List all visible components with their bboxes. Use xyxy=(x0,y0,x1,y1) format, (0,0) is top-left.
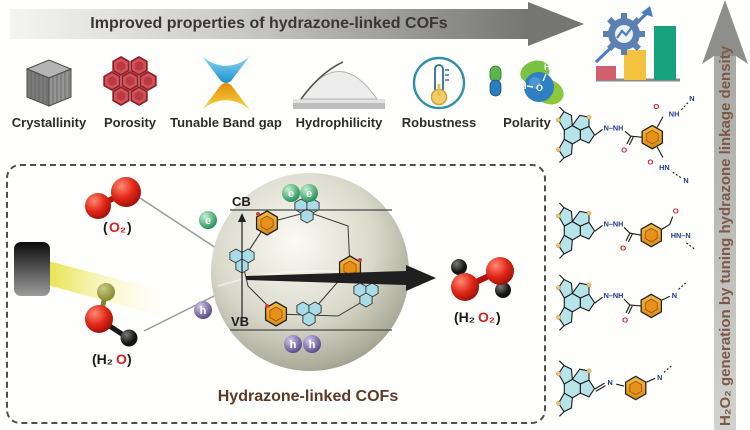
svg-text:HN–N: HN–N xyxy=(671,231,691,240)
electron-single: e xyxy=(199,211,217,229)
water-molecule-icon: H O H xyxy=(489,60,564,105)
svg-text:O: O xyxy=(116,351,127,367)
svg-text:(H₂: (H₂ xyxy=(92,351,113,367)
svg-text:(H₂: (H₂ xyxy=(454,309,475,325)
svg-text:N: N xyxy=(683,176,688,185)
svg-text:N: N xyxy=(657,373,662,382)
svg-text:O: O xyxy=(673,207,679,216)
up-arrowhead-icon xyxy=(702,0,748,64)
svg-text:N: N xyxy=(607,378,612,387)
svg-text:): ) xyxy=(127,351,132,367)
svg-text:): ) xyxy=(127,219,132,235)
h2o2-molecule xyxy=(451,257,514,301)
performance-chart-icon xyxy=(594,6,680,82)
band-diagram: CB VB xyxy=(230,194,392,331)
bar-yellow xyxy=(624,50,646,80)
cb-label: CB xyxy=(232,194,251,209)
h2o2-label: (H₂ O₂ ) xyxy=(454,309,501,325)
cof-structure-4: N N xyxy=(555,360,674,417)
thermometer-icon xyxy=(412,56,466,110)
cof-structure-2: N–NH O O HN–N xyxy=(555,202,695,260)
svg-text:O₂: O₂ xyxy=(109,219,126,235)
hole-pair: h h xyxy=(284,335,321,353)
cof-structure-1: N–NH O O NH N O HN N xyxy=(555,94,695,185)
svg-text:e: e xyxy=(288,188,294,200)
cube-icon xyxy=(25,59,73,107)
o2-label: ( O₂ ) xyxy=(103,219,132,235)
h2o-label: (H₂ O ) xyxy=(92,351,132,367)
polarity-h-top: H xyxy=(544,62,551,72)
honeycomb-icon xyxy=(103,56,157,106)
svg-text:): ) xyxy=(496,309,501,325)
cof-structure-3: N–NH O N xyxy=(555,274,688,331)
polarity-o: O xyxy=(536,83,543,93)
sidebar-up-arrow: H₂O₂ generation by tuning hydrazone link… xyxy=(702,0,748,430)
mechanism-panel: ( O₂ ) (H₂ O ) xyxy=(6,164,546,424)
svg-text:(: ( xyxy=(103,219,108,235)
svg-text:e: e xyxy=(306,188,312,200)
polarity-h-left: H xyxy=(520,81,527,91)
property-porosity: Porosity xyxy=(94,54,166,130)
svg-text:e: e xyxy=(205,215,211,227)
hole-single: h xyxy=(194,301,212,319)
o2-molecule xyxy=(85,177,141,219)
banner-label: Improved properties of hydrazone-linked … xyxy=(90,15,448,32)
svg-text:O: O xyxy=(647,157,653,166)
svg-text:h: h xyxy=(290,339,297,351)
svg-text:N–NH: N–NH xyxy=(604,219,624,228)
svg-text:h: h xyxy=(200,305,207,317)
connector-o2 xyxy=(139,197,217,249)
electron-pair: e e xyxy=(282,184,318,202)
property-robustness: Robustness xyxy=(392,54,486,130)
property-polarity: H O H Polarity xyxy=(486,54,568,130)
band-gap-icon xyxy=(202,56,250,110)
sidebar-arrow-label: H₂O₂ generation by tuning hydrazone link… xyxy=(717,45,734,426)
property-label: Porosity xyxy=(103,115,156,130)
svg-text:O: O xyxy=(622,315,628,324)
h2o-molecule xyxy=(85,283,138,347)
mechanism-scene: ( O₂ ) (H₂ O ) xyxy=(14,173,514,371)
bar-green xyxy=(654,26,676,80)
banner-arrow-shaft: Improved properties of hydrazone-linked … xyxy=(10,9,528,39)
property-crystallinity: Crystallinity xyxy=(4,54,94,130)
property-hydrophilicity: Hydrophilicity xyxy=(286,54,392,130)
svg-text:N: N xyxy=(672,291,677,300)
svg-text:O: O xyxy=(621,146,627,155)
property-label: Tunable Band gap xyxy=(170,115,282,130)
svg-text:N–NH: N–NH xyxy=(604,123,624,132)
svg-text:HN: HN xyxy=(659,163,670,172)
svg-text:NH: NH xyxy=(669,110,680,119)
property-label: Polarity xyxy=(503,115,551,130)
svg-text:N: N xyxy=(689,94,694,103)
svg-text:N–NH: N–NH xyxy=(604,291,624,300)
svg-text:O: O xyxy=(653,102,659,111)
light-source xyxy=(14,242,50,296)
bar-red xyxy=(596,66,616,80)
contact-angle-icon xyxy=(293,61,385,109)
svg-text:h: h xyxy=(309,339,316,351)
property-label: Robustness xyxy=(401,115,477,130)
property-band-gap: Tunable Band gap xyxy=(166,54,286,130)
property-label: Hydrophilicity xyxy=(295,115,383,130)
property-label: Crystallinity xyxy=(11,115,87,130)
svg-text:O: O xyxy=(620,244,626,253)
svg-text:O₂: O₂ xyxy=(478,309,495,325)
vb-label: VB xyxy=(231,314,249,329)
gear-icon xyxy=(603,13,645,55)
banner-arrowhead-icon xyxy=(528,2,584,46)
panel-caption: Hydrazone-linked COFs xyxy=(217,388,399,405)
reaction-arrow xyxy=(246,265,436,291)
